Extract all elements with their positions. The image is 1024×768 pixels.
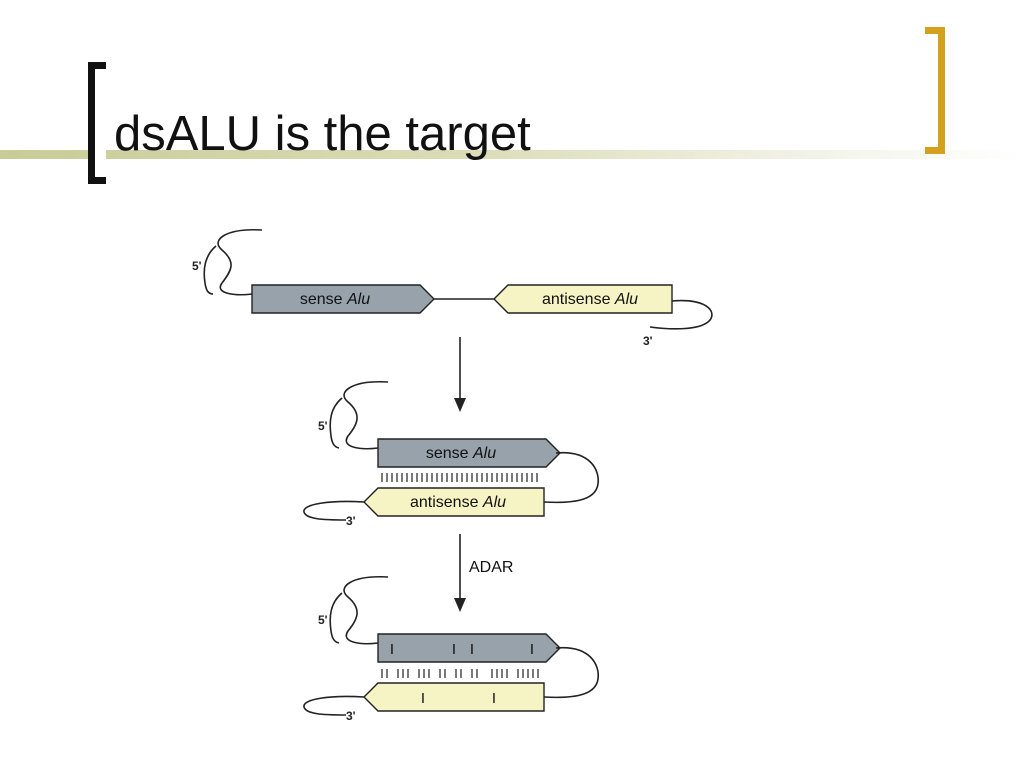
five-prime-tail-3 xyxy=(329,576,389,645)
adar-arrow xyxy=(454,534,466,612)
stage-single-strand: 5' sense Alu antisense Alu 3' xyxy=(192,229,713,348)
three-prime-tail-2 xyxy=(303,500,365,521)
antisense-alu-label-2: antisense Alu xyxy=(410,494,506,511)
partial-pairing-ticks-3 xyxy=(381,669,539,678)
slide-title: dsALU is the target xyxy=(114,107,531,161)
antisense-alu-box-1 xyxy=(493,284,673,314)
left-bracket-ornament xyxy=(88,62,106,184)
sense-alu-label-1: sense Alu xyxy=(300,291,370,308)
title-underline-rule xyxy=(0,150,1024,159)
hairpin-loop-2 xyxy=(543,452,600,504)
right-bracket-ornament xyxy=(925,27,945,154)
inosine-antisense-2: I xyxy=(492,690,496,707)
sense-alu-box-2 xyxy=(377,438,561,468)
sense-alu-label-2: sense Alu xyxy=(426,445,496,462)
five-prime-tail-1 xyxy=(203,229,263,296)
three-prime-label-1: 3' xyxy=(643,334,653,348)
stage-edited-dsalu: 5' I I I I I I 3' xyxy=(303,576,600,723)
hairpin-loop-3 xyxy=(543,647,600,699)
inosine-sense-3: I xyxy=(470,641,474,658)
inosine-sense-2: I xyxy=(452,641,456,658)
five-prime-label-1: 5' xyxy=(192,259,202,273)
edited-sense-alu-box xyxy=(377,633,561,663)
five-prime-tail-2 xyxy=(329,381,389,450)
antisense-alu-label-1: antisense Alu xyxy=(542,291,638,308)
inosine-antisense-1: I xyxy=(421,690,425,707)
inosine-sense-1: I xyxy=(390,641,394,658)
three-prime-tail-1 xyxy=(649,299,713,330)
inosine-sense-4: I xyxy=(530,641,534,658)
adar-enzyme-label: ADAR xyxy=(469,559,513,576)
three-prime-label-3: 3' xyxy=(346,709,356,723)
five-prime-label-2: 5' xyxy=(318,419,328,433)
three-prime-tail-3 xyxy=(303,695,365,716)
five-prime-label-3: 5' xyxy=(318,613,328,627)
stage-dsalu-hairpin: 5' sense Alu antisense Alu 3' xyxy=(303,381,600,528)
base-pairing-ticks-2 xyxy=(381,473,538,482)
edited-antisense-alu-box xyxy=(363,682,545,712)
sense-alu-box-1 xyxy=(251,284,435,314)
fold-arrow xyxy=(454,337,466,412)
three-prime-label-2: 3' xyxy=(346,514,356,528)
